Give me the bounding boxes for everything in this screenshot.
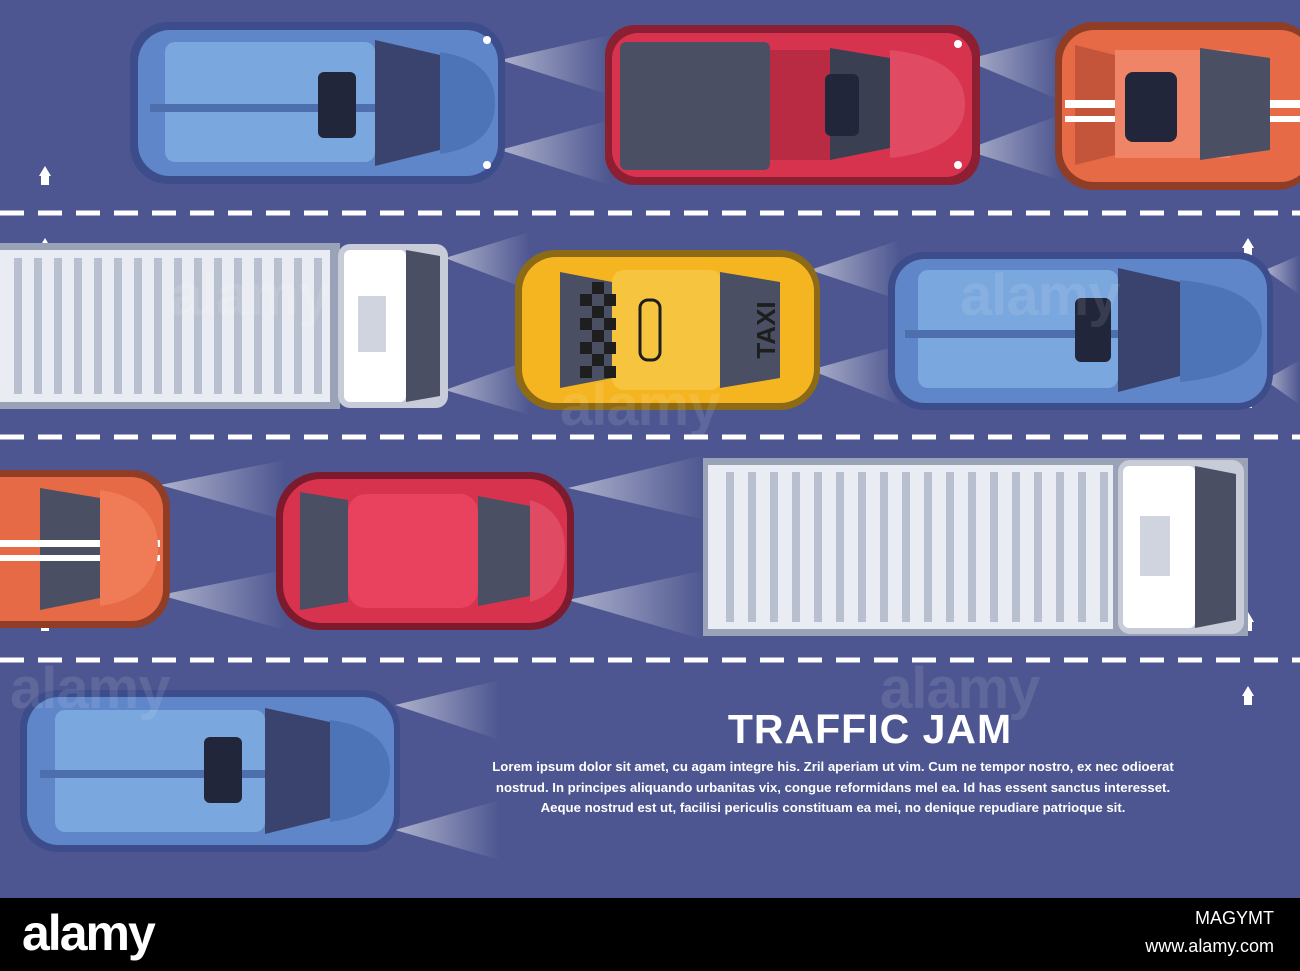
watermark: alamy xyxy=(560,373,720,438)
watermark: alamy xyxy=(960,263,1120,328)
white-truck xyxy=(0,243,448,409)
headline-body: Lorem ipsum dolor sit amet, cu agam inte… xyxy=(492,759,1174,815)
red-car xyxy=(276,472,574,630)
blue-car xyxy=(888,252,1273,410)
image-id: MAGYMT xyxy=(1195,908,1274,928)
headline-title: TRAFFIC JAM xyxy=(727,706,1013,752)
lane-arrow-icon xyxy=(1242,686,1254,696)
lane-arrow-icon xyxy=(39,166,51,176)
red-pickup xyxy=(605,25,980,185)
taxi-sign: TAXI xyxy=(751,301,781,358)
blue-car xyxy=(130,22,505,184)
white-truck xyxy=(703,458,1248,636)
footer-url: www.alamy.com xyxy=(1145,936,1274,956)
yellow-taxi: TAXI xyxy=(515,250,820,410)
checker-icon xyxy=(580,282,616,378)
watermark: alamy xyxy=(10,656,170,721)
watermark: alamy xyxy=(170,263,330,328)
footer-bar: alamy MAGYMT www.alamy.com xyxy=(0,898,1300,971)
footer-logo: alamy xyxy=(22,905,156,961)
orange-car xyxy=(0,470,170,628)
road-scene: TAXI xyxy=(0,0,1300,898)
orange-car xyxy=(1055,22,1300,190)
blue-car xyxy=(20,690,400,852)
watermark: alamy xyxy=(880,656,1040,721)
lane-arrow-icon xyxy=(1242,238,1254,248)
headlight-beams xyxy=(160,35,1300,860)
